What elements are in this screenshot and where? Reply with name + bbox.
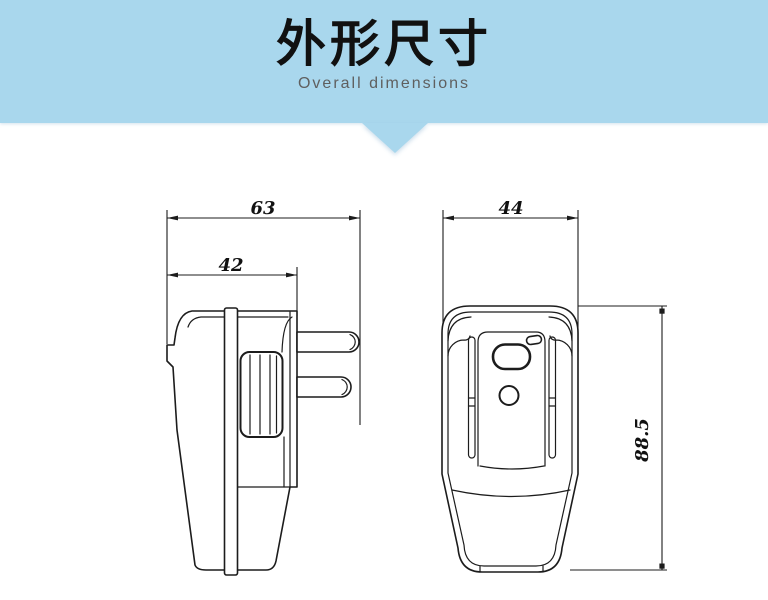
grip-ribs — [239, 351, 284, 438]
dimension-label: 44 — [498, 198, 523, 219]
arrowhead-right — [567, 215, 578, 221]
dimension-total-depth: 63 — [166, 198, 361, 425]
tick-bottom — [659, 563, 665, 569]
lower-body-curves — [451, 465, 571, 498]
side-view-detail-lines — [187, 311, 293, 488]
dimension-label: 88.5 — [632, 418, 653, 463]
cable-clamp-band — [223, 307, 239, 576]
chevron-down-icon — [362, 123, 428, 153]
front-view-inner-outline — [447, 311, 573, 567]
dimension-label: 63 — [250, 198, 275, 219]
dimension-body-height: 88.5 — [570, 305, 667, 571]
top-inner-line — [187, 316, 289, 328]
page-title: 外形尺寸 — [276, 15, 492, 73]
bottom-cable-marks — [479, 565, 544, 573]
inner-panel-outline — [477, 331, 546, 467]
dimension-label: 42 — [218, 255, 243, 276]
grip-rib-lines — [249, 354, 278, 435]
arrowhead-left — [167, 272, 178, 278]
led-indicator — [525, 334, 543, 346]
pin-lower — [296, 376, 352, 398]
plug-pins — [296, 331, 360, 398]
arrowhead-right — [349, 215, 360, 221]
groove-notches — [467, 397, 557, 407]
front-view-detail-lines — [447, 316, 573, 573]
front-view-drawing: 44 88.5 — [441, 198, 667, 573]
dimension-body-depth: 42 — [167, 255, 298, 316]
reset-button — [491, 343, 532, 371]
pin-lower-tip-arc — [341, 378, 348, 396]
arrowhead-left — [443, 215, 454, 221]
pin-upper-tip-arc — [349, 333, 356, 351]
arrowhead-left — [167, 215, 178, 221]
front-view-body-outline — [441, 305, 579, 573]
tick-top — [659, 308, 665, 314]
grip-outline — [239, 351, 284, 438]
page-subtitle: Overall dimensions — [297, 75, 471, 92]
pin-housing-arc — [281, 316, 293, 353]
arrowhead-right — [286, 272, 297, 278]
side-view-drawing: 63 42 — [166, 198, 361, 576]
shoulder-scallops — [447, 335, 573, 357]
corner-arcs — [447, 316, 573, 342]
pin-upper — [296, 331, 360, 353]
header-band: 外形尺寸 Overall dimensions — [0, 0, 768, 123]
screw — [498, 385, 520, 406]
